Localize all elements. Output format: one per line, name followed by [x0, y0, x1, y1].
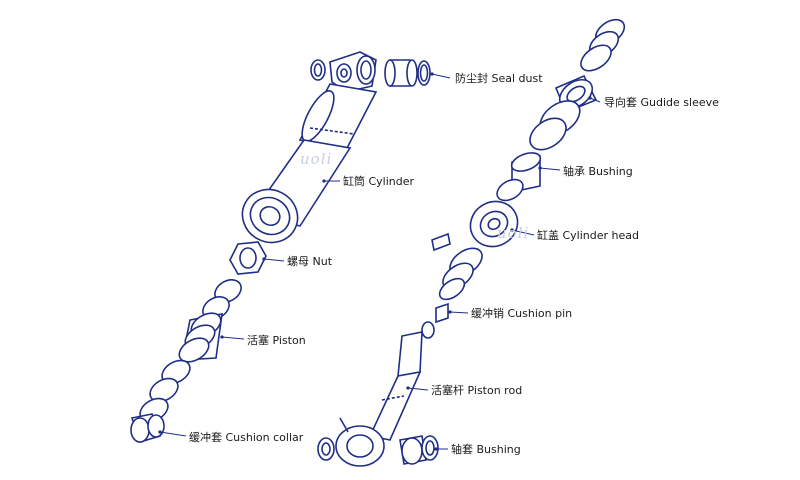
label-seal-dust: 防尘封 Seal dust [455, 72, 543, 85]
label-cushion-collar: 缓冲套 Cushion collar [189, 431, 304, 444]
seal-rings [580, 18, 626, 72]
cushion-collar-part [130, 413, 165, 443]
rod-assembly [317, 18, 626, 467]
label-nut: 螺母 Nut [287, 255, 333, 268]
rod-eye [335, 417, 385, 467]
label-bushing-lower: 轴套 Bushing [451, 443, 521, 456]
bushing-lower-part [317, 435, 439, 465]
lower-rings [438, 247, 483, 301]
top-clevis [310, 51, 377, 93]
watermark-text: uoli [300, 150, 333, 168]
piston-rings [139, 279, 242, 423]
cushion-pin-part [421, 302, 449, 339]
seal-dust-bushings [384, 59, 431, 87]
nut-part [229, 241, 267, 275]
label-guide-sleeve: 导向套 Gudide sleeve [604, 96, 719, 109]
label-piston: 活塞 Piston [247, 334, 306, 347]
cylinder-assembly [130, 51, 431, 443]
leader-lines [158, 72, 601, 451]
label-cushion-pin: 缓冲销 Cushion pin [471, 307, 573, 320]
label-piston-rod: 活塞杆 Piston rod [431, 384, 523, 397]
cylinder-flange [241, 188, 299, 244]
label-cylinder: 缸筒 Cylinder [343, 175, 415, 188]
label-cylinder-head: 缸盖 Cylinder head [537, 229, 640, 242]
mid-rings [529, 100, 581, 151]
watermark-text: uoli [497, 224, 530, 242]
cylinder-head-part [431, 200, 519, 252]
label-bushing-upper: 轴承 Bushing [563, 165, 633, 178]
piston-rod-part [368, 331, 423, 441]
bushing-upper-part [496, 152, 542, 202]
